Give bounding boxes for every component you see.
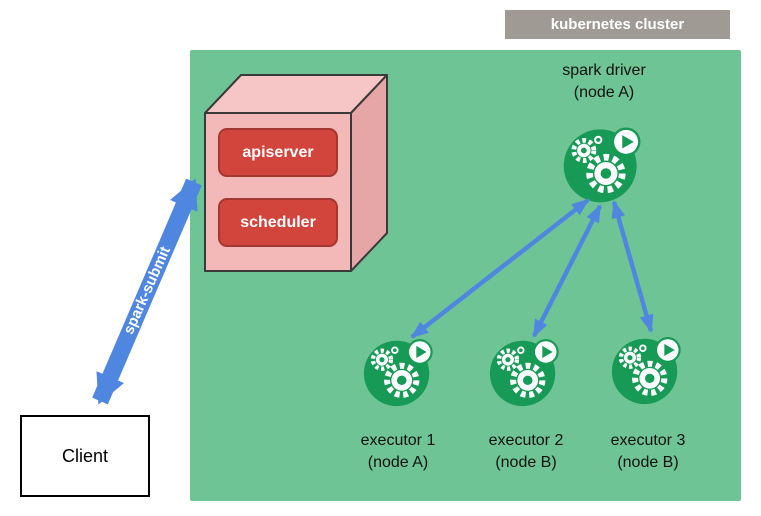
executor-2-subtitle: (node B)	[495, 453, 557, 471]
cluster-label-badge: kubernetes cluster	[505, 10, 730, 39]
spark-submit-arrow	[92, 178, 202, 405]
executor-2-label: executor 2 (node B)	[456, 430, 596, 473]
driver-label: spark driver (node A)	[514, 60, 694, 103]
executor-3-pod-icon	[605, 325, 691, 411]
executor-3-label: executor 3 (node B)	[578, 430, 718, 473]
driver-pod-icon	[556, 114, 652, 210]
executor-1-label: executor 1 (node A)	[328, 430, 468, 473]
executor-3-subtitle: (node B)	[617, 453, 679, 471]
driver-title: spark driver	[562, 62, 646, 79]
executor-1-title: executor 1	[360, 432, 436, 449]
executor-1-pod-icon	[357, 327, 443, 413]
client-box: Client	[20, 415, 150, 497]
spark-submit-label: spark-submit	[120, 244, 174, 337]
executor-2-pod-icon	[483, 327, 569, 413]
scheduler-box: scheduler	[218, 198, 338, 247]
executor-2-title: executor 2	[488, 432, 564, 449]
executor-1-subtitle: (node A)	[367, 453, 429, 471]
apiserver-box: apiserver	[218, 128, 338, 177]
executor-3-title: executor 3	[610, 432, 686, 449]
driver-subtitle: (node A)	[573, 83, 635, 101]
